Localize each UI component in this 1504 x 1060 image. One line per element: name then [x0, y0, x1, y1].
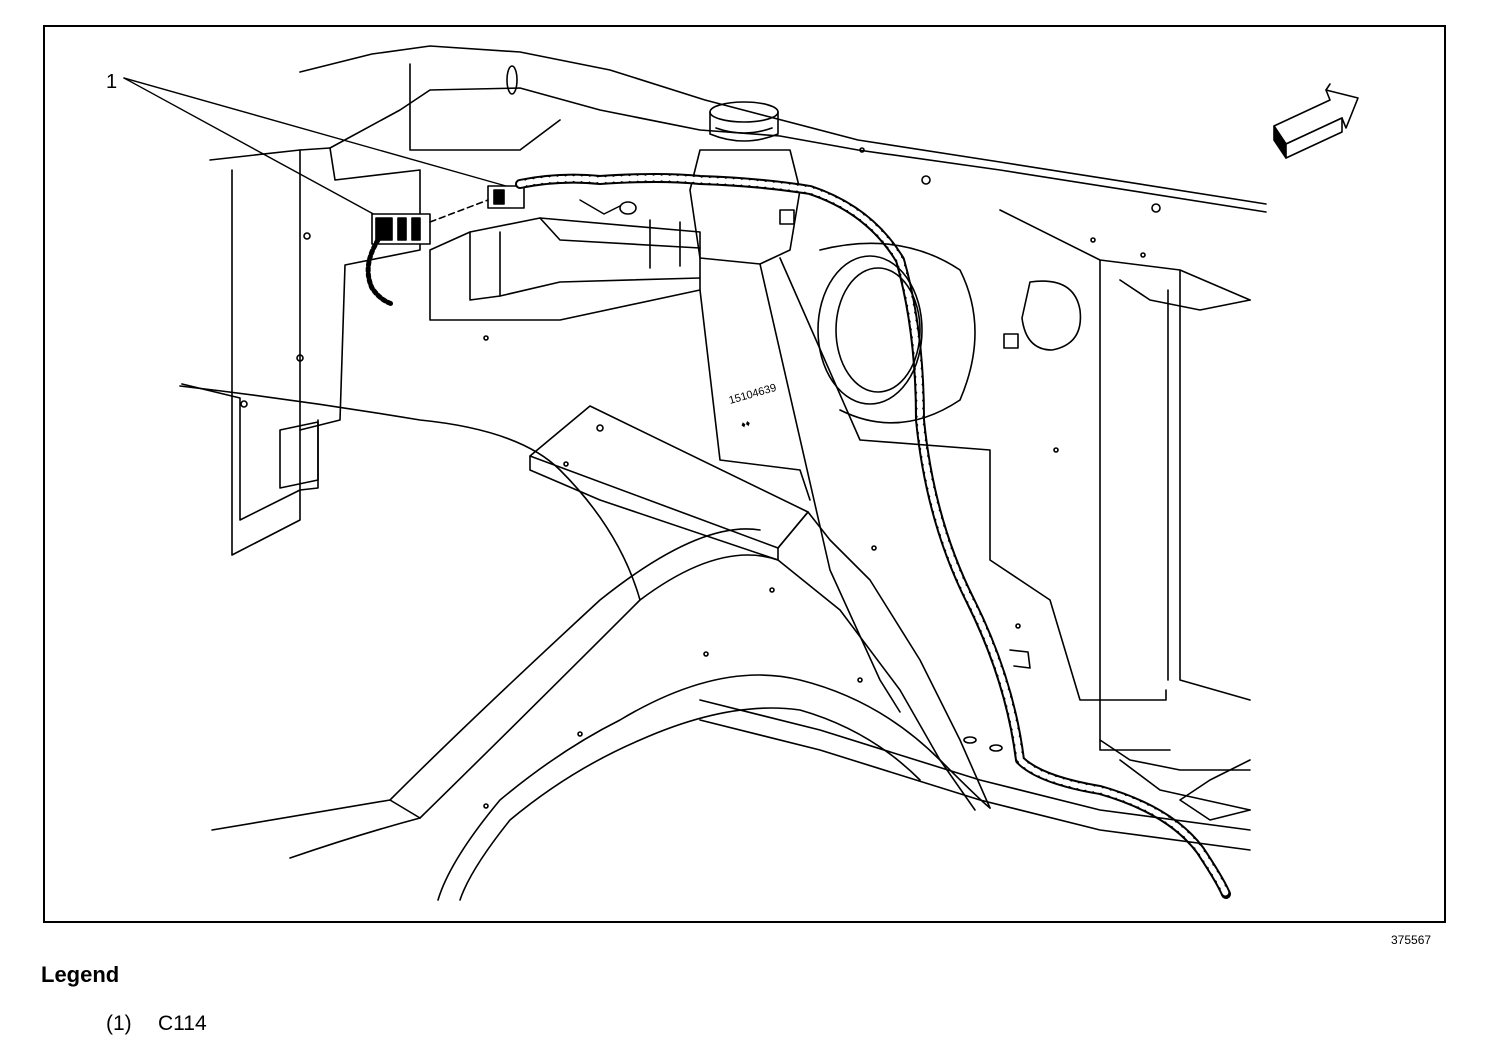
left-side-panel: [181, 147, 421, 556]
electrical-center-box: [429, 217, 701, 341]
reservoir-cap: [689, 101, 801, 265]
legend-item-number: (1): [106, 1012, 132, 1035]
headlamp-housing: [779, 209, 1082, 424]
legend-item: (1) C114: [106, 1012, 207, 1036]
part-stamp-number: 15104639: [728, 382, 778, 407]
legend-item-label: C114: [158, 1012, 207, 1035]
part-stamp-mark: ♦♦: [740, 418, 752, 430]
center-support-strut: [483, 405, 991, 811]
callout-leader-lines: [123, 77, 507, 223]
figure-image-id: 375567: [1391, 933, 1432, 947]
forward-arrow-icon: [1273, 83, 1359, 159]
lower-frame-rail: [699, 699, 1251, 851]
figure-frame: [43, 25, 1446, 923]
radiator-support-top: [299, 45, 1267, 258]
wiring-harness: [365, 173, 1231, 899]
callout-number: 1: [106, 71, 117, 93]
connector-c114: [371, 185, 525, 245]
bracket-stamp: 15104639 ♦♦: [728, 382, 778, 430]
legend-title: Legend: [41, 962, 120, 987]
right-radiator-support: [699, 209, 1251, 811]
inner-fender-arch: [179, 385, 991, 901]
